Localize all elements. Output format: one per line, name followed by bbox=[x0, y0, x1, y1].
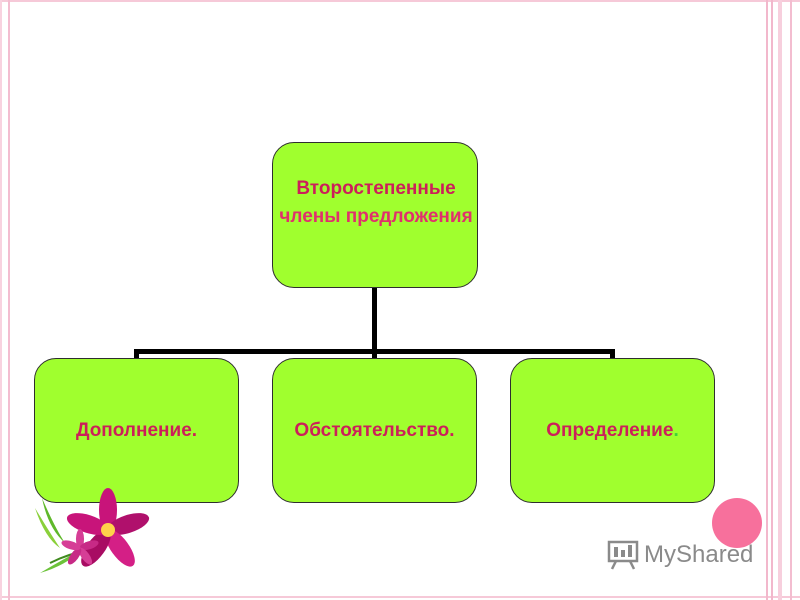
root-node-line2: члены предложения bbox=[279, 206, 473, 227]
child-node-obstoyatelstvo: Обстоятельство. bbox=[272, 358, 477, 503]
watermark-logo: MyShared bbox=[606, 538, 753, 572]
root-node: Второстепенные члены предложения bbox=[272, 142, 478, 288]
connector-child-3 bbox=[610, 349, 615, 359]
child-node-opredelenie: Определение. bbox=[510, 358, 715, 503]
child-node-dopolnenie: Дополнение. bbox=[34, 358, 239, 503]
child-node-label: Определение bbox=[546, 419, 674, 441]
root-node-label: Второстепенные члены предложения bbox=[233, 175, 519, 231]
child-node-suffix: . bbox=[673, 419, 679, 441]
slide-border-left-inner bbox=[8, 0, 10, 600]
slide-border-right-2 bbox=[771, 0, 773, 600]
slide-border-top bbox=[0, 0, 800, 2]
flower-decoration-icon bbox=[35, 488, 150, 573]
child-node-label: Обстоятельство. bbox=[294, 419, 455, 441]
connector-child-1 bbox=[134, 349, 139, 359]
child-node-label: Дополнение. bbox=[75, 419, 198, 441]
slide-border-right-1 bbox=[766, 0, 768, 600]
root-node-line1: Второстепенные bbox=[296, 178, 456, 199]
slide-border-right-3 bbox=[778, 0, 782, 600]
slide-border-left bbox=[0, 0, 2, 600]
pink-circle-decoration bbox=[712, 498, 762, 548]
watermark-text: MyShared bbox=[644, 541, 754, 568]
slide-border-right-4 bbox=[790, 0, 792, 600]
presentation-screen-icon bbox=[607, 540, 639, 570]
connector-child-2 bbox=[372, 349, 377, 359]
slide-border-bottom bbox=[0, 596, 800, 598]
connector-root-down bbox=[372, 288, 377, 354]
